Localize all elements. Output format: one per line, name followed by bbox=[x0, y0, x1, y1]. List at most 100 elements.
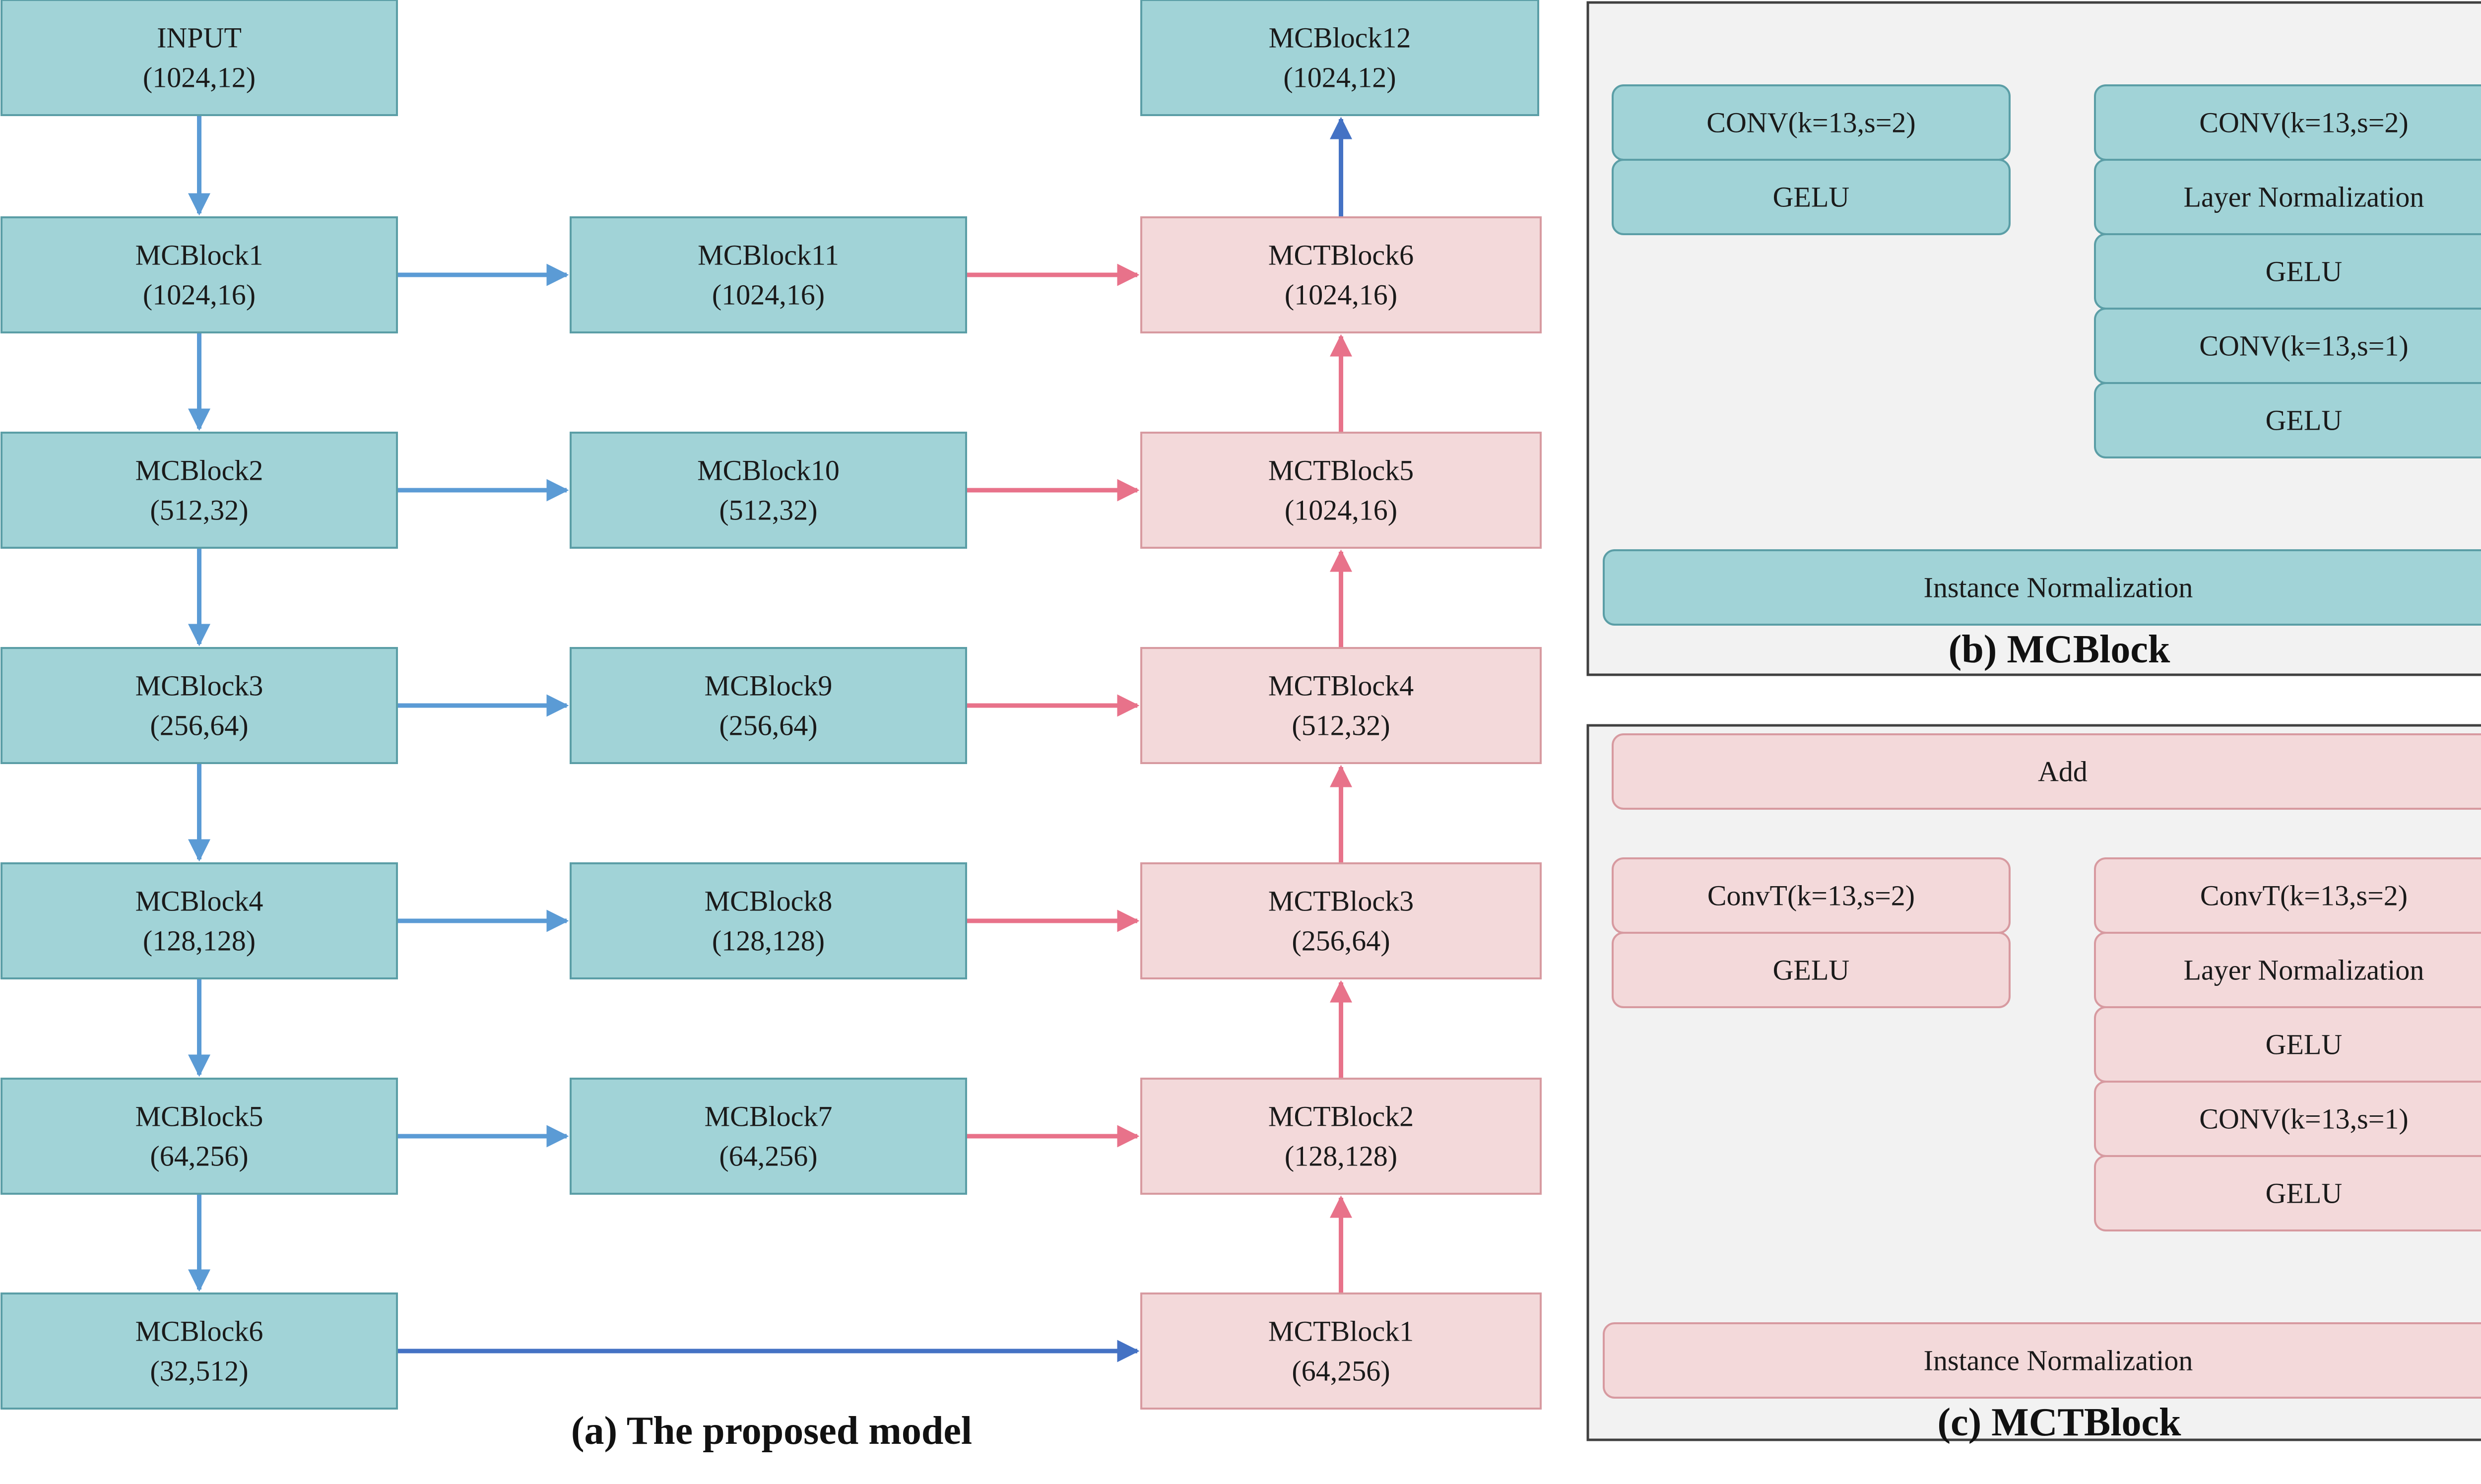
mcblock-left-gelu-label-1: GELU bbox=[1773, 181, 1850, 213]
decoder-mctblock4-label-1: MCTBlock4 bbox=[1268, 670, 1414, 702]
mctblock-right-4-conv-k-13-s-1-label-1: CONV(k=13,s=1) bbox=[2199, 1103, 2408, 1135]
decoder-mctblock1: MCTBlock1 (64,256) bbox=[1140, 1292, 1542, 1410]
encoder-mcblock4-label-2: (128,128) bbox=[143, 925, 256, 957]
decoder-mctblock3: MCTBlock3(256,64) bbox=[1140, 862, 1542, 979]
mctblock-instance-norm-label-1: Instance Normalization bbox=[1924, 1345, 2193, 1377]
skip-mcblock7-label-2: (64,256) bbox=[719, 1140, 817, 1172]
mcblock-right-5-gelu: GELU bbox=[2094, 382, 2481, 458]
decoder-mctblock1-rect bbox=[1140, 1292, 1542, 1410]
mctblock-right-5-gelu-label-1: GELU bbox=[2266, 1177, 2343, 1210]
mcblock-right-5-gelu-rect bbox=[2094, 382, 2481, 458]
output-block-label-1: MCBlock12 bbox=[1269, 22, 1411, 54]
encoder-mcblock2-label-2: (512,32) bbox=[150, 494, 248, 526]
mctblock-left-convt-k-13-s-2: ConvT(k=13,s=2) bbox=[1612, 857, 2011, 934]
encoder-mcblock6-rect bbox=[0, 1292, 398, 1410]
skip-mcblock7-rect bbox=[570, 1078, 967, 1195]
mctblock-add-block-label-1: Add bbox=[2038, 756, 2088, 788]
encoder-mcblock3-label-1: MCBlock3 bbox=[135, 670, 263, 702]
decoder-mctblock5-label-1: MCTBlock5 bbox=[1268, 454, 1414, 487]
mcblock-left-conv-k-13-s-2-label-1: CONV(k=13,s=2) bbox=[1706, 107, 1915, 139]
mcblock-right-2-layer-normalization-label-1: Layer Normalization bbox=[2184, 181, 2424, 213]
mcblock-right-3-gelu-label-1: GELU bbox=[2266, 256, 2343, 288]
output-block-label-2: (1024,12) bbox=[1283, 62, 1396, 94]
encoder-mcblock1-label-1: MCBlock1 bbox=[135, 239, 263, 271]
mctblock-left-gelu-label-1: GELU bbox=[1773, 954, 1850, 986]
skip-mcblock11: MCBlock11 (1024,16) bbox=[570, 216, 967, 333]
decoder-mctblock6-label-2: (1024,16) bbox=[1285, 279, 1397, 311]
encoder-mcblock2-label-1: MCBlock2 bbox=[135, 454, 263, 487]
input-block-label-1: INPUT bbox=[157, 22, 242, 54]
mcblock-right-4-conv-k-13-s-1: CONV(k=13,s=1) bbox=[2094, 308, 2481, 384]
mctblock-left-gelu-rect bbox=[1612, 932, 2011, 1008]
decoder-mctblock1-label-1: MCTBlock1 bbox=[1268, 1315, 1414, 1348]
mcblock-right-4-conv-k-13-s-1-label-1: CONV(k=13,s=1) bbox=[2199, 330, 2408, 362]
skip-mcblock10-label-2: (512,32) bbox=[719, 494, 817, 526]
mctblock-left-convt-k-13-s-2-label-1: ConvT(k=13,s=2) bbox=[1707, 880, 1915, 912]
decoder-mctblock2-label-1: MCTBlock2 bbox=[1268, 1100, 1414, 1133]
mcblock-right-3-gelu: GELU bbox=[2094, 233, 2481, 310]
mctblock-right-2-layer-normalization-label-1: Layer Normalization bbox=[2184, 954, 2424, 986]
decoder-mctblock6-rect bbox=[1140, 216, 1542, 333]
mctblock-caption: (c) MCTBlock bbox=[1937, 1401, 2181, 1444]
block-boxes: INPUT(1024,12)MCBlock12(1024,12)MCBlock1… bbox=[0, 0, 2481, 1410]
mcblock-left-conv-k-13-s-2: CONV(k=13,s=2) bbox=[1612, 84, 2011, 161]
decoder-mctblock5-rect bbox=[1140, 432, 1542, 549]
decoder-mctblock3-rect bbox=[1140, 862, 1542, 979]
main-model-caption: (a) The proposed model bbox=[571, 1409, 972, 1453]
skip-mcblock8-label-1: MCBlock8 bbox=[705, 885, 833, 917]
mcblock-instance-norm: Instance Normalization bbox=[1603, 549, 2481, 626]
mcblock-caption: (b) MCBlock bbox=[1949, 628, 2170, 671]
skip-mcblock7: MCBlock7(64,256) bbox=[570, 1078, 967, 1195]
mctblock-right-5-gelu: GELU bbox=[2094, 1155, 2481, 1231]
encoder-mcblock5-label-2: (64,256) bbox=[150, 1140, 248, 1172]
decoder-mctblock4-rect bbox=[1140, 647, 1542, 764]
skip-mcblock9-label-2: (256,64) bbox=[719, 710, 817, 742]
mctblock-right-3-gelu: GELU bbox=[2094, 1006, 2481, 1083]
mctblock-right-2-layer-normalization: Layer Normalization bbox=[2094, 932, 2481, 1008]
mcblock-right-5-gelu-label-1: GELU bbox=[2266, 404, 2343, 437]
encoder-mcblock1: MCBlock1 (1024,16) bbox=[0, 216, 398, 333]
skip-mcblock9-label-1: MCBlock9 bbox=[705, 670, 833, 702]
encoder-mcblock2-rect bbox=[0, 432, 398, 549]
encoder-mcblock2: MCBlock2 (512,32) bbox=[0, 432, 398, 549]
encoder-mcblock4-rect bbox=[0, 862, 398, 979]
encoder-mcblock1-rect bbox=[0, 216, 398, 333]
decoder-mctblock5-label-2: (1024,16) bbox=[1285, 494, 1397, 526]
mctblock-right-1-convt-k-13-s-2: ConvT(k=13,s=2) bbox=[2094, 857, 2481, 934]
decoder-mctblock4: MCTBlock4 (512,32) bbox=[1140, 647, 1542, 764]
decoder-mctblock6: MCTBlock6 (1024,16) bbox=[1140, 216, 1542, 333]
encoder-mcblock6-label-2: (32,512) bbox=[150, 1355, 248, 1387]
decoder-mctblock6-label-1: MCTBlock6 bbox=[1268, 239, 1414, 271]
decoder-mctblock5: MCTBlock5 (1024,16) bbox=[1140, 432, 1542, 549]
mctblock-right-4-conv-k-13-s-1: CONV(k=13,s=1) bbox=[2094, 1081, 2481, 1157]
decoder-mctblock4-label-2: (512,32) bbox=[1292, 710, 1390, 742]
skip-mcblock9: MCBlock9 (256,64) bbox=[570, 647, 967, 764]
skip-mcblock10-rect bbox=[570, 432, 967, 549]
encoder-mcblock1-label-2: (1024,16) bbox=[143, 279, 256, 311]
output-block: MCBlock12 (1024,12) bbox=[1140, 0, 1539, 116]
mctblock-instance-norm-rect bbox=[1603, 1322, 2481, 1399]
encoder-mcblock5: MCBlock5(64,256) bbox=[0, 1078, 398, 1195]
encoder-mcblock3-rect bbox=[0, 647, 398, 764]
skip-mcblock11-rect bbox=[570, 216, 967, 333]
mctblock-left-gelu: GELU bbox=[1612, 932, 2011, 1008]
captions: (a) The proposed model (b) MCBlock (c) MCT… bbox=[571, 628, 2181, 1453]
decoder-mctblock3-label-1: MCTBlock3 bbox=[1268, 885, 1414, 917]
mctblock-instance-norm: Instance Normalization bbox=[1603, 1322, 2481, 1399]
input-block: INPUT (1024,12) bbox=[0, 0, 398, 116]
decoder-mctblock1-label-2: (64,256) bbox=[1292, 1355, 1390, 1387]
mctblock-right-3-gelu-label-1: GELU bbox=[2266, 1029, 2343, 1061]
encoder-mcblock4-label-1: MCBlock4 bbox=[135, 885, 263, 917]
mcblock-right-1-conv-k-13-s-2: CONV(k=13,s=2) bbox=[2094, 84, 2481, 161]
skip-mcblock8: MCBlock8(128,128) bbox=[570, 862, 967, 979]
skip-mcblock10: MCBlock10(512,32) bbox=[570, 432, 967, 549]
mcblock-right-1-conv-k-13-s-2-label-1: CONV(k=13,s=2) bbox=[2199, 107, 2408, 139]
input-block-label-2: (1024,12) bbox=[143, 62, 256, 94]
skip-mcblock9-rect bbox=[570, 647, 967, 764]
skip-mcblock11-label-1: MCBlock11 bbox=[698, 239, 839, 271]
decoder-mctblock2: MCTBlock2(128,128) bbox=[1140, 1078, 1542, 1195]
mcblock-left-gelu: GELU bbox=[1612, 159, 2011, 235]
skip-mcblock11-label-2: (1024,16) bbox=[712, 279, 825, 311]
mctblock-right-1-convt-k-13-s-2-label-1: ConvT(k=13,s=2) bbox=[2200, 880, 2408, 912]
